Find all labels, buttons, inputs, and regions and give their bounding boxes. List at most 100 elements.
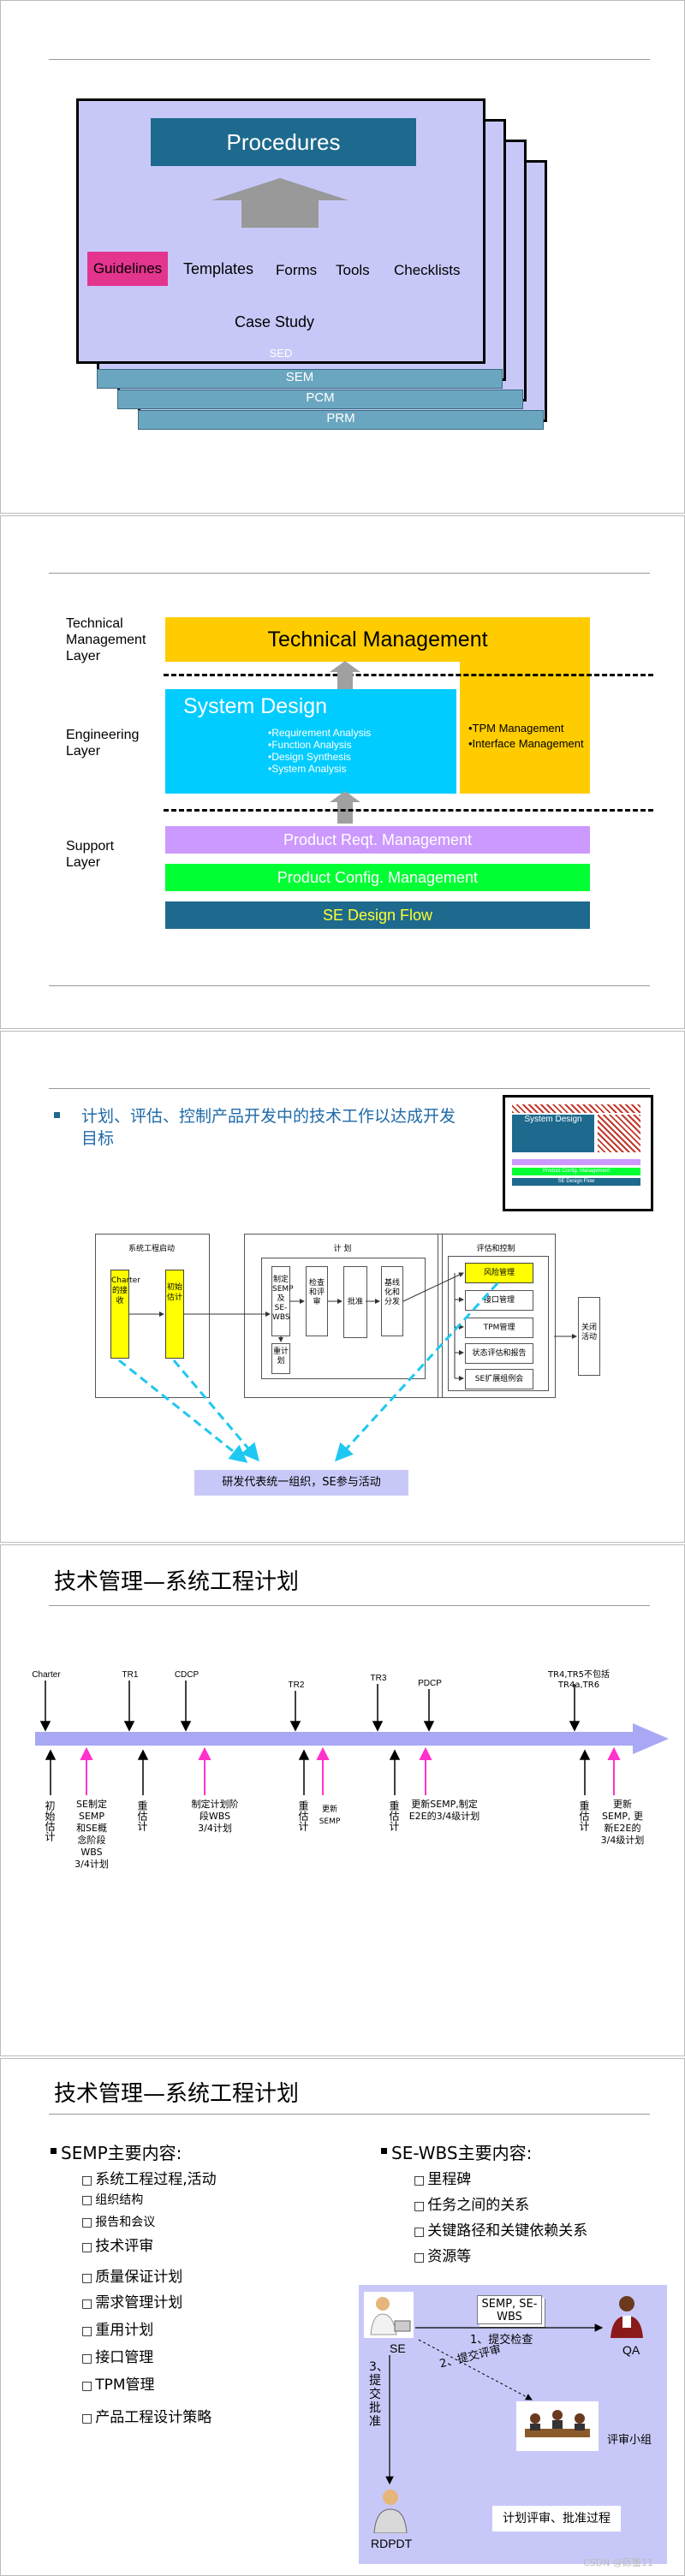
thumbnail-diagram: System Design Product Config. Management…: [503, 1095, 653, 1211]
doc-semp-wbs: SEMP, SE-WBS: [477, 2295, 542, 2324]
desc-update-semp: 更新SEMP: [319, 1806, 341, 1826]
thumb-right: [598, 1115, 640, 1152]
semp-item: 接口管理: [81, 2345, 153, 2366]
bottom-rule: [49, 985, 650, 986]
wbs-item-text: 资源等: [427, 2248, 472, 2265]
flow-arrows: [118, 1272, 577, 1463]
thumb-product-config: Product Config. Management: [512, 1168, 640, 1175]
semp-item-text: 接口管理: [95, 2349, 154, 2366]
qa-label: QA: [622, 2343, 640, 2357]
desc-concept: SE制定SEMP和SE概念阶段WBS 3/4计划: [74, 1799, 109, 1870]
slide-semp-content: 技术管理—系统工程计划 SEMP主要内容: 系统工程过程,活动 组织结构 报告和…: [0, 2058, 685, 2576]
group-start: [95, 1234, 210, 1398]
milestone-tr1: TR1: [122, 1670, 139, 1680]
semp-item-text: 需求管理计划: [95, 2294, 183, 2311]
re-estimate-4: 重估计: [578, 1800, 590, 1831]
system-design-title: System Design: [182, 694, 328, 718]
bullet-marker: [381, 2148, 387, 2154]
review-arrows: [385, 2323, 604, 2485]
wbs-item-text: 关键路径和关键依赖关系: [427, 2222, 588, 2240]
review-group-icon: [516, 2401, 599, 2451]
person-rdpdt-icon: [373, 2490, 408, 2533]
group-plan-label: 计 划: [333, 1245, 352, 1253]
thumb-top: [512, 1104, 640, 1113]
thumb-system-design: System Design: [512, 1115, 594, 1152]
semp-item-text: 组织结构: [95, 2193, 144, 2207]
eval-status: 状态评估和报告: [465, 1343, 533, 1364]
tpm-item: •TPM Management: [468, 722, 564, 735]
plan-replan: 重计划: [271, 1343, 290, 1374]
slide3-footer: 研发代表统一组织，SE参与活动: [194, 1470, 408, 1496]
plan-baseline: 基线化和分发: [381, 1266, 403, 1336]
semp-item-text: 质量保证计划: [95, 2269, 183, 2286]
semp-item: 产品工程设计策略: [81, 2405, 211, 2426]
se-design-flow-box: SE Design Flow: [165, 901, 590, 929]
wbs-item-text: 里程碑: [427, 2171, 472, 2188]
up-arrow-icon: [330, 661, 360, 692]
milestone-tr2: TR2: [288, 1681, 305, 1690]
thumb-lilac: [512, 1159, 640, 1165]
layer-label-support: Support Layer: [66, 839, 115, 870]
semp-item-text: 系统工程过程,活动: [95, 2171, 217, 2188]
semp-item: 组织结构: [81, 2191, 143, 2208]
semp-item-text: 报告和会议: [95, 2216, 156, 2229]
strip-pcm: PCM: [117, 390, 523, 409]
sd-item: •Design Synthesis: [268, 751, 351, 763]
review-group-label: 评审小组: [607, 2434, 652, 2447]
plan-approve: 批准: [343, 1266, 367, 1338]
desc-plan: 制定计划阶段WBS 3/4计划: [191, 1799, 239, 1834]
eval-interface: 接口管理: [465, 1290, 533, 1311]
plan-review: 检查和评审: [306, 1266, 328, 1336]
milestone-cdcp: CDCP: [174, 1670, 200, 1680]
close-activity: 关闭活动: [578, 1297, 600, 1376]
re-estimate-3: 重估计: [388, 1800, 400, 1831]
semp-item: 重用计划: [81, 2317, 153, 2339]
technical-management-box: Technical Management: [165, 617, 590, 662]
slide-layers: Technical Management Layer Engineering L…: [0, 515, 685, 1029]
plan-semp: 制定SEMP及SE-WBS: [271, 1266, 294, 1336]
layer-label-engineering: Engineering Layer: [66, 728, 140, 759]
slide4-title: 技术管理—系统工程计划: [54, 1569, 300, 1595]
title-rule: [49, 1605, 650, 1606]
tool-forms: Forms: [276, 262, 318, 278]
semp-item-text: 技术评审: [95, 2238, 154, 2255]
tpm-item: •Interface Management: [468, 737, 584, 750]
thumb-se-design-flow: SE Design Flow: [512, 1178, 640, 1186]
sd-item: •System Analysis: [268, 763, 347, 775]
bullet-marker: [54, 1112, 60, 1118]
semp-item-text: 重用计划: [95, 2322, 154, 2339]
tool-templates: Templates: [183, 260, 254, 277]
milestone-tr3: TR3: [370, 1674, 387, 1683]
strip-prm: PRM: [138, 410, 544, 430]
tool-checklists: Checklists: [394, 262, 461, 278]
milestone-pdcp: PDCP: [418, 1679, 442, 1688]
title-rule: [49, 59, 650, 60]
semp-item: TPM管理: [81, 2372, 154, 2394]
step3-label: 3、提交批准: [369, 2360, 389, 2429]
milestone-charter: Charter: [32, 1670, 61, 1680]
wbs-item: 关键路径和关键依赖关系: [414, 2218, 587, 2240]
semp-item: 质量保证计划: [81, 2264, 182, 2286]
plan-inner: [261, 1258, 426, 1379]
eval-risk: 风险管理: [465, 1263, 533, 1283]
start-initial-estimate: 初始估计: [165, 1270, 184, 1359]
title-rule: [49, 573, 650, 574]
group-plan: [244, 1234, 443, 1398]
tool-guidelines: Guidelines: [87, 252, 168, 286]
wbs-item-text: 任务之间的关系: [427, 2197, 530, 2214]
eval-inner: [448, 1256, 549, 1391]
up-arrow-icon: [330, 791, 360, 824]
slide-process: 计划、评估、控制产品开发中的技术工作以达成开发目标 System Design …: [0, 1031, 685, 1543]
review-diagram: SE SEMP, SE-WBS QA 1、提交检查 2、提交评审 3、提交批准 …: [359, 2285, 667, 2564]
title-rule: [49, 1088, 650, 1089]
slide3-bullet: 计划、评估、控制产品开发中的技术工作以达成开发目标: [81, 1107, 456, 1148]
re-estimate-2: 重估计: [297, 1800, 309, 1831]
timeline-arrow: [35, 1681, 669, 1795]
person-se-icon: [364, 2292, 414, 2338]
desc-e2e: 更新SEMP,制定E2E的3/4级计划: [408, 1799, 480, 1822]
semp-item: 系统工程过程,活动: [81, 2167, 217, 2188]
group-eval-label: 评估和控制: [476, 1245, 515, 1253]
semp-item-text: 产品工程设计策略: [95, 2409, 212, 2426]
card-front: Procedures Guidelines Templates Forms To…: [76, 98, 485, 364]
desc-e2e-update: 更新SEMP, 更新E2E的3/4级计划: [600, 1799, 645, 1846]
